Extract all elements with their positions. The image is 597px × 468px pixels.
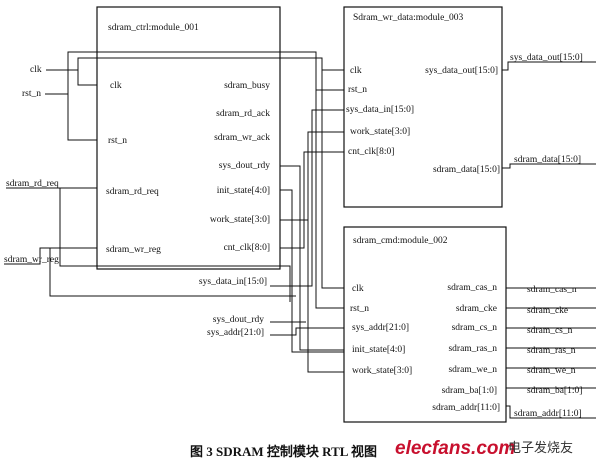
module-wr-box bbox=[343, 6, 503, 208]
port-cke: sdram_cke bbox=[527, 306, 568, 316]
port-wr-reg: sdram_wr_reg bbox=[4, 255, 59, 265]
wr-out-sdram-data: sdram_data[15:0] bbox=[433, 165, 500, 175]
module-cmd-title: sdram_cmd:module_002 bbox=[353, 236, 448, 246]
watermark-cn: 电子发烧友 bbox=[508, 440, 573, 456]
module-wr-title: Sdram_wr_data:module_003 bbox=[353, 13, 464, 23]
port-sdram-data: sdram_data[15:0] bbox=[514, 155, 581, 165]
ctrl-out-cnt-clk: cnt_clk[8:0] bbox=[224, 243, 270, 253]
watermark-brand: elecfans.com bbox=[395, 438, 515, 459]
port-sdram-addr: sdram_addr[11:0] bbox=[514, 409, 582, 419]
cmd-in-rst-n: rst_n bbox=[350, 304, 369, 314]
port-cas-n: sdram_cas_n bbox=[527, 285, 577, 295]
port-sys-data-in: sys_data_in[15:0] bbox=[199, 277, 267, 287]
cmd-out-cas-n: sdram_cas_n bbox=[447, 283, 497, 293]
module-ctrl-title: sdram_ctrl:module_001 bbox=[108, 23, 199, 33]
port-ras-n: sdram_ras_n bbox=[527, 346, 576, 356]
ctrl-in-rst-n: rst_n bbox=[108, 136, 127, 146]
port-cs-n: sdram_cs_n bbox=[527, 326, 573, 336]
wr-out-data-out: sys_data_out[15:0] bbox=[425, 66, 498, 76]
port-sys-dout-rdy: sys_dout_rdy bbox=[213, 315, 264, 325]
cmd-out-addr: sdram_addr[11:0] bbox=[432, 403, 500, 413]
ctrl-in-wr-reg: sdram_wr_reg bbox=[106, 245, 161, 255]
cmd-out-ba: sdram_ba[1:0] bbox=[442, 386, 497, 396]
port-sys-data-out: sys_data_out[15:0] bbox=[510, 53, 583, 63]
module-ctrl-box bbox=[96, 6, 281, 270]
wr-in-data: sys_data_in[15:0] bbox=[346, 105, 414, 115]
wr-in-work-state: work_state[3:0] bbox=[350, 127, 410, 137]
port-we-n: sdram_we_n bbox=[527, 366, 576, 376]
port-sys-addr: sys_addr[21:0] bbox=[207, 328, 264, 338]
ctrl-out-busy: sdram_busy bbox=[224, 81, 270, 91]
ctrl-out-init-state: init_state[4:0] bbox=[217, 186, 270, 196]
wr-in-rst-n: rst_n bbox=[348, 85, 367, 95]
ctrl-out-rd-ack: sdram_rd_ack bbox=[216, 109, 270, 119]
ctrl-in-rd-req: sdram_rd_req bbox=[106, 187, 159, 197]
ctrl-in-clk: clk bbox=[110, 81, 122, 91]
wr-in-cnt-clk: cnt_clk[8:0] bbox=[348, 147, 394, 157]
wr-in-clk: clk bbox=[350, 66, 362, 76]
wires bbox=[4, 51, 596, 419]
port-rst-n: rst_n bbox=[22, 89, 41, 99]
cmd-out-cs-n: sdram_cs_n bbox=[452, 323, 498, 333]
cmd-out-cke: sdram_cke bbox=[456, 304, 497, 314]
ctrl-out-wr-ack: sdram_wr_ack bbox=[214, 133, 270, 143]
ctrl-out-dout-rdy: sys_dout_rdy bbox=[219, 161, 270, 171]
cmd-in-init-state: init_state[4:0] bbox=[352, 345, 405, 355]
cmd-out-we-n: sdram_we_n bbox=[448, 365, 497, 375]
cmd-in-work-state: work_state[3:0] bbox=[352, 366, 412, 376]
cmd-in-clk: clk bbox=[352, 284, 364, 294]
module-cmd-box bbox=[343, 226, 507, 423]
ctrl-out-work-state: work_state[3:0] bbox=[210, 215, 270, 225]
cmd-in-addr: sys_addr[21:0] bbox=[352, 323, 409, 333]
figure-caption: 图 3 SDRAM 控制模块 RTL 视图 bbox=[190, 444, 377, 459]
cmd-out-ras-n: sdram_ras_n bbox=[448, 344, 497, 354]
port-clk: clk bbox=[30, 65, 42, 75]
port-ba: sdram_ba[1:0] bbox=[527, 386, 582, 396]
port-rd-req: sdram_rd_req bbox=[6, 179, 59, 189]
